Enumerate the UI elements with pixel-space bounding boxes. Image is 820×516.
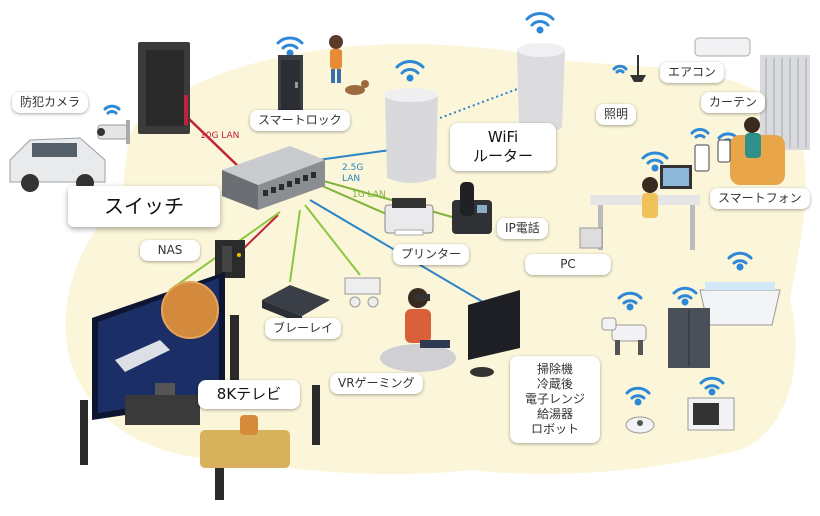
label-switch: スイッチ (68, 186, 220, 227)
television-icon (92, 272, 225, 420)
cable-nas (241, 214, 279, 251)
appliance-item: 掃除機 (536, 362, 573, 376)
car-icon (9, 137, 106, 192)
speaker-icon (80, 315, 320, 500)
label-smartphone: スマートフォン (710, 188, 810, 209)
appliance-item: 冷蔵後 (536, 377, 573, 391)
label-aircon: エアコン (660, 62, 725, 83)
wifi-signal-icon (103, 104, 121, 115)
monitor-icon (468, 290, 520, 377)
label-wifi-router-line2: ルーター (472, 146, 533, 165)
aircon-icon (694, 37, 751, 57)
wifi-signal-icon (612, 64, 628, 74)
security-camera-icon (97, 120, 130, 144)
bathtub-icon (699, 282, 781, 326)
label-curtain: カーテン (701, 92, 766, 113)
smartphone-user-icon (694, 117, 785, 185)
wifi-signal-icon (625, 386, 651, 406)
appliance-item: 電子レンジ (524, 392, 585, 406)
ip-phone-icon (452, 182, 492, 234)
link-label-10g: 10G LAN (200, 131, 239, 141)
vr-gamer-icon (380, 288, 456, 372)
cable-10g (187, 117, 241, 169)
wifi-signal-icon (699, 376, 725, 396)
label-smartlock: スマートロック (250, 110, 350, 131)
sofa-icon (200, 415, 290, 468)
wifi-signal-icon (672, 286, 698, 306)
label-nas: NAS (140, 240, 200, 261)
appliance-item: 給湯器 (536, 407, 573, 421)
wifi-signal-icon (617, 291, 643, 311)
wifi-signal-icon (727, 251, 753, 271)
link-label-25g-lan: LAN (342, 174, 360, 184)
label-security-camera: 防犯カメラ (12, 92, 89, 113)
pc-workstation-icon (579, 165, 700, 250)
smartlock-door-icon (278, 55, 303, 113)
cable-game (304, 204, 361, 276)
link-label-1g: 1G LAN (352, 190, 386, 200)
wifi-signal-icon (276, 36, 304, 57)
nas-drive-icon (215, 240, 245, 278)
printer-icon (384, 198, 434, 236)
router-link (439, 87, 521, 119)
modem-device (138, 42, 190, 134)
child-and-dog-icon (329, 35, 369, 95)
robot-dog-icon (601, 317, 647, 355)
appliance-item: ロボット (530, 422, 579, 436)
wifi-signal-icon (395, 60, 425, 82)
label-pc: PC (525, 254, 611, 275)
label-vr-gaming: VRゲーミング (330, 373, 423, 394)
label-ip-phone: IP電話 (497, 218, 548, 239)
wifi-signal-icon (525, 12, 555, 34)
label-appliances: 掃除機 冷蔵後 電子レンジ 給湯器 ロボット (510, 356, 600, 443)
label-bluray: ブレーレイ (265, 318, 342, 339)
wifi-signal-icon (641, 151, 669, 172)
wifi-signals (103, 12, 753, 406)
label-printer: プリンター (393, 244, 470, 265)
game-console-icon (344, 277, 381, 308)
lighting-icon (630, 55, 646, 82)
label-wifi-router-line1: WiFi (487, 128, 519, 146)
tv-stand-icon (125, 383, 200, 425)
label-wifi-router: WiFi ルーター (450, 123, 556, 171)
label-tv: 8Kテレビ (198, 380, 300, 409)
mesh-router-icon (384, 43, 565, 183)
link-label-25g: 2.5G (342, 163, 363, 173)
wifi-signal-icon (690, 128, 710, 139)
microwave-icon (687, 397, 735, 431)
robot-vacuum-icon (625, 416, 655, 434)
curtain-icon (760, 55, 810, 150)
refrigerator-icon (668, 308, 710, 368)
cable-bluray (289, 209, 301, 283)
network-switch-icon (222, 146, 325, 210)
label-lighting: 照明 (596, 104, 637, 125)
